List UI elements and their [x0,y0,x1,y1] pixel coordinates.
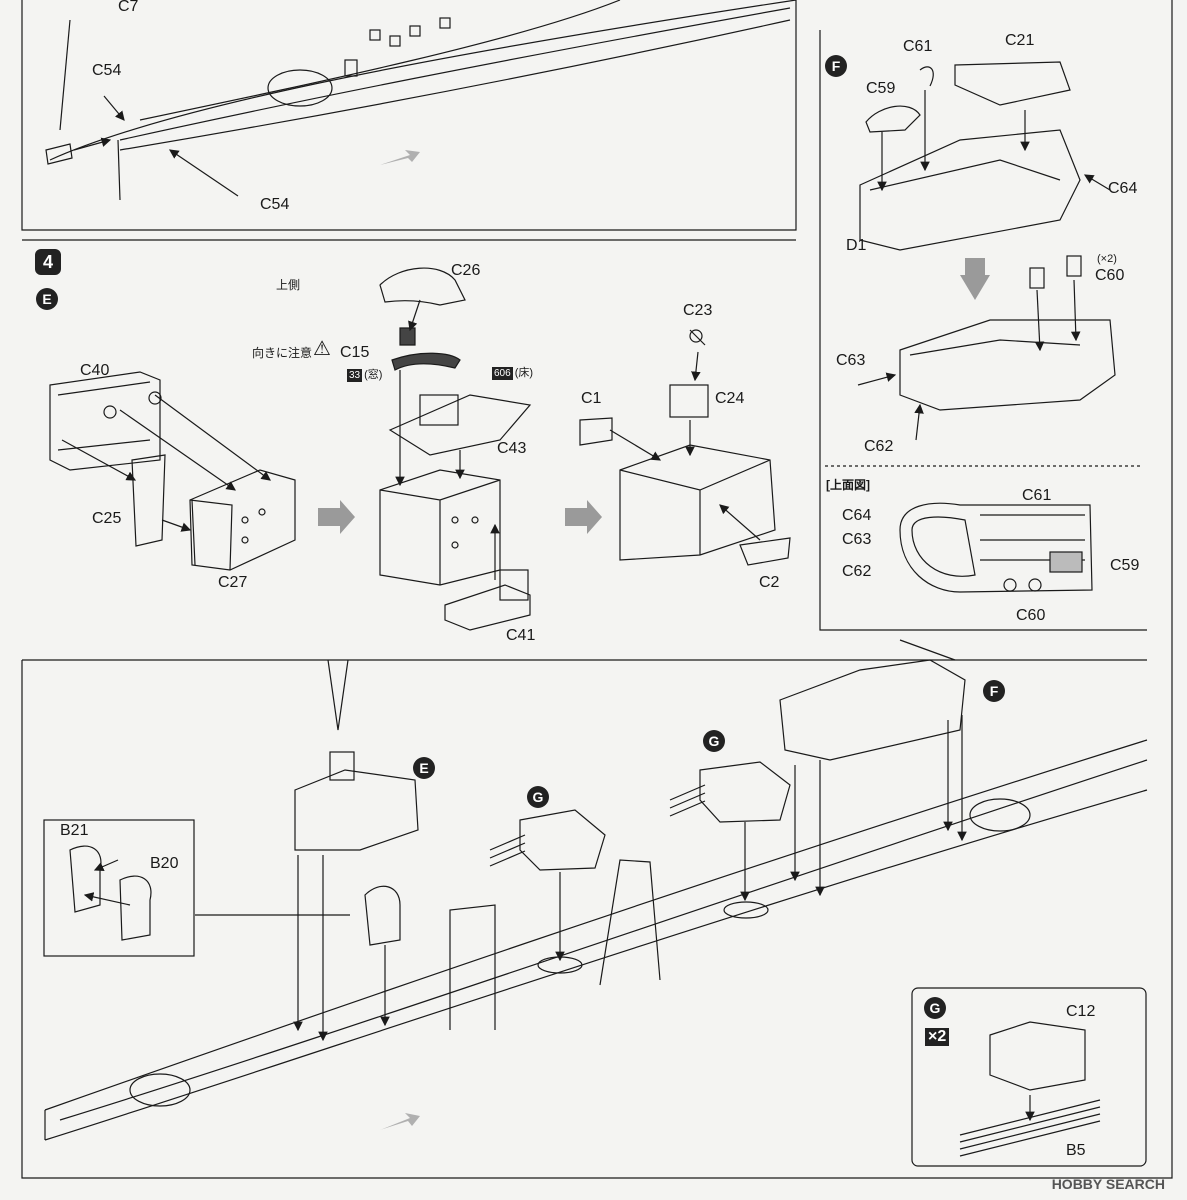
g-quantity: ×2 [925,1028,950,1046]
label-b5: B5 [1066,1142,1086,1159]
paint-606-note: (床) [514,367,534,379]
upper-side-label: 上側 [276,278,301,292]
paint-33-note: (窓) [364,369,383,381]
label-c2: C2 [759,574,780,591]
label-c25: C25 [92,510,122,527]
label-c61: C61 [903,38,933,55]
watermark: HOBBY SEARCH [1051,1176,1165,1192]
label-c21: C21 [1005,32,1035,49]
label-c64: C64 [1108,180,1138,197]
label-c43: C43 [497,440,527,457]
subassembly-f-badge: F [825,55,847,77]
main-g-badge-2: G [703,730,725,752]
main-f-badge: F [983,680,1005,702]
paint-33: 33(窓) [347,366,382,384]
label-d1: D1 [846,237,867,254]
topview-label-c63: C63 [842,531,872,548]
step-number: 4 [35,249,61,275]
paint-606: 606(床) [492,364,533,382]
subassembly-g-badge: G [924,997,946,1019]
label-c59: C59 [866,80,896,97]
caution-label: 向きに注意 [252,346,313,360]
label-c41: C41 [506,627,536,644]
main-g-badge-1: G [527,786,549,808]
label-c63: C63 [836,352,866,369]
label-c40: C40 [80,362,110,379]
label-c7: C7 [118,0,139,15]
label-b20: B20 [150,855,179,872]
topview-label-c59: C59 [1110,557,1140,574]
label-c54-upper: C54 [92,62,122,79]
label-c1: C1 [581,390,602,407]
topview-label-c60: C60 [1016,607,1046,624]
label-c26: C26 [451,262,481,279]
label-c60: C60 [1095,267,1125,284]
warning-icon: ⚠ [313,338,331,360]
label-c27: C27 [218,574,248,591]
topview-label-c62: C62 [842,563,872,580]
paint-33-code: 33 [347,369,363,382]
c60-qty: (×2) [1097,253,1117,265]
paint-606-code: 606 [492,367,513,380]
topview-label-c61: C61 [1022,487,1052,504]
label-c62: C62 [864,438,894,455]
label-c24: C24 [715,390,745,407]
main-e-badge: E [413,757,435,779]
label-b21: B21 [60,822,89,839]
subassembly-e-badge: E [36,288,58,310]
topview-label-c64: C64 [842,507,872,524]
label-c23: C23 [683,302,713,319]
top-view-title: [上面図] [826,478,870,492]
label-c12: C12 [1066,1003,1096,1020]
label-c54-lower: C54 [260,196,290,213]
label-c15: C15 [340,344,370,361]
